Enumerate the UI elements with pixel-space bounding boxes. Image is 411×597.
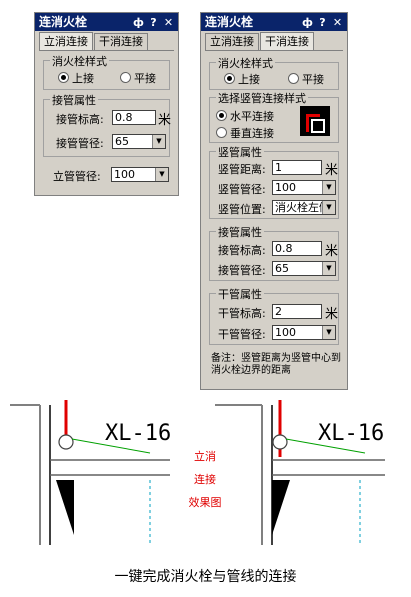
hydrant-symbol-icon — [272, 434, 288, 450]
right-dialog: 连消火栓 ф ? ✕ 立消连接 干消连接 消火栓样式 上接 平接 选择竖管连接样… — [200, 12, 348, 390]
radio-selected-icon — [58, 72, 69, 83]
pipe-dia-select[interactable]: 65▼ — [272, 261, 336, 276]
effect-label-line2: 连接 — [194, 473, 216, 486]
group-title: 竖管属性 — [216, 144, 264, 160]
pipe-dia-label: 接管管径: — [218, 264, 266, 277]
pipe-dia-select[interactable]: 65▼ — [112, 134, 166, 149]
pipe-elev-input[interactable]: 0.8 — [112, 110, 156, 125]
tab-riser-connect[interactable]: 立消连接 — [39, 32, 93, 51]
unit-label: 米 — [325, 244, 339, 259]
chevron-down-icon[interactable]: ▼ — [322, 181, 335, 194]
riser-dia-select[interactable]: 100▼ — [272, 180, 336, 195]
radio-icon — [120, 72, 131, 83]
group-title: 选择竖管连接样式 — [216, 90, 308, 106]
pipe-attr-group: 接管属性 接管标高: 0.8 米 接管管径: 65▼ — [209, 224, 339, 281]
group-title: 接管属性 — [216, 224, 264, 240]
unit-label: 米 — [158, 113, 172, 128]
radio-top-connect[interactable]: 上接 — [224, 71, 260, 87]
branch-line — [71, 438, 151, 454]
chevron-down-icon[interactable]: ▼ — [322, 201, 335, 214]
radio-horizontal-connect[interactable]: 水平连接 — [216, 108, 274, 124]
cabinet-symbol — [56, 480, 74, 535]
chevron-down-icon[interactable]: ▼ — [155, 168, 168, 181]
effect-label-line1: 立消 — [194, 449, 216, 463]
image-caption: 一键完成消火栓与管线的连接 — [114, 569, 297, 585]
riser-dia-label: 竖管管径: — [218, 183, 266, 196]
unit-label: 米 — [325, 163, 339, 178]
right-pipe-tag: XL-16 — [318, 421, 384, 446]
branch-line — [285, 438, 366, 454]
main-pipe-attr-group: 干管属性 干管标高: 2 米 干管管径: 100▼ — [209, 286, 339, 345]
tab-main-connect[interactable]: 干消连接 — [260, 32, 314, 51]
left-pipe-tag: XL-16 — [105, 421, 171, 446]
right-effect-drawing: XL-16 — [215, 400, 385, 545]
chevron-down-icon[interactable]: ▼ — [322, 326, 335, 339]
hydrant-symbol-icon — [306, 114, 325, 133]
connection-preview-image — [300, 106, 330, 136]
hydrant-style-group: 消火栓样式 上接 平接 — [43, 53, 170, 90]
pipe-attr-group: 接管属性 接管标高: 0.8 米 接管管径: 65▼ — [43, 92, 172, 157]
chevron-down-icon[interactable]: ▼ — [152, 135, 165, 148]
riser-dia-select[interactable]: 100▼ — [111, 167, 169, 182]
hydrant-symbol-icon — [58, 434, 74, 450]
radio-top-connect[interactable]: 上接 — [58, 70, 94, 86]
pipe-elev-label: 接管标高: — [218, 244, 266, 257]
close-icon[interactable]: ✕ — [332, 15, 343, 29]
main-dia-select[interactable]: 100▼ — [272, 325, 336, 340]
pipe-elev-label: 接管标高: — [56, 113, 104, 126]
tab-riser-connect[interactable]: 立消连接 — [205, 33, 259, 50]
main-dia-label: 干管管径: — [218, 328, 266, 341]
cabinet-symbol — [272, 480, 290, 535]
hydrant-style-group: 消火栓样式 上接 平接 — [209, 55, 339, 90]
radio-icon — [216, 127, 227, 138]
radio-selected-icon — [224, 73, 235, 84]
left-dialog-title: 连消火栓 — [39, 15, 88, 29]
riser-attr-group: 竖管属性 竖管距离: 1 米 竖管管径: 100▼ 竖管位置: 消火栓左侧▼ — [209, 144, 339, 219]
group-title: 消火栓样式 — [216, 55, 275, 71]
radio-flat-connect[interactable]: 平接 — [120, 70, 156, 86]
main-elev-input[interactable]: 2 — [272, 304, 322, 319]
unit-label: 米 — [325, 307, 339, 322]
pipe-elev-input[interactable]: 0.8 — [272, 241, 322, 256]
close-icon[interactable]: ✕ — [163, 15, 174, 29]
pipe-dia-label: 接管管径: — [56, 137, 104, 150]
radio-flat-connect[interactable]: 平接 — [288, 71, 324, 87]
left-title-bar[interactable]: 连消火栓 ф ? ✕ — [35, 13, 178, 31]
riser-dist-input[interactable]: 1 — [272, 160, 322, 175]
pin-icon[interactable]: ф — [133, 15, 144, 29]
help-icon[interactable]: ? — [319, 15, 326, 29]
riser-dia-label: 立管管径: — [53, 170, 101, 183]
effect-drawing: XL-16 立消 连接 效果图 XL-16 — [10, 400, 385, 545]
pin-icon[interactable]: ф — [302, 15, 313, 29]
riser-style-group: 选择竖管连接样式 水平连接 垂直连接 — [209, 90, 339, 143]
note-text: 备注：竖管距离为竖管中心到 消火栓边界的距离 — [211, 353, 341, 376]
group-title: 接管属性 — [50, 92, 98, 108]
radio-selected-icon — [216, 110, 227, 121]
left-dialog: 连消火栓 ф ? ✕ 立消连接 干消连接 消火栓样式 上接 平接 接管属性 接管… — [34, 12, 179, 196]
main-elev-label: 干管标高: — [218, 307, 266, 320]
help-icon[interactable]: ? — [150, 15, 157, 29]
effect-label-line3: 效果图 — [189, 495, 222, 509]
group-title: 消火栓样式 — [50, 53, 109, 69]
left-effect-drawing: XL-16 — [10, 400, 171, 545]
radio-icon — [288, 73, 299, 84]
riser-pos-select[interactable]: 消火栓左侧▼ — [272, 200, 336, 215]
right-dialog-title: 连消火栓 — [205, 15, 254, 29]
chevron-down-icon[interactable]: ▼ — [322, 262, 335, 275]
riser-pos-label: 竖管位置: — [218, 203, 266, 216]
tab-main-connect[interactable]: 干消连接 — [94, 33, 148, 50]
radio-vertical-connect[interactable]: 垂直连接 — [216, 125, 274, 141]
riser-dist-label: 竖管距离: — [218, 163, 266, 176]
group-title: 干管属性 — [216, 286, 264, 302]
right-title-bar[interactable]: 连消火栓 ф ? ✕ — [201, 13, 347, 31]
